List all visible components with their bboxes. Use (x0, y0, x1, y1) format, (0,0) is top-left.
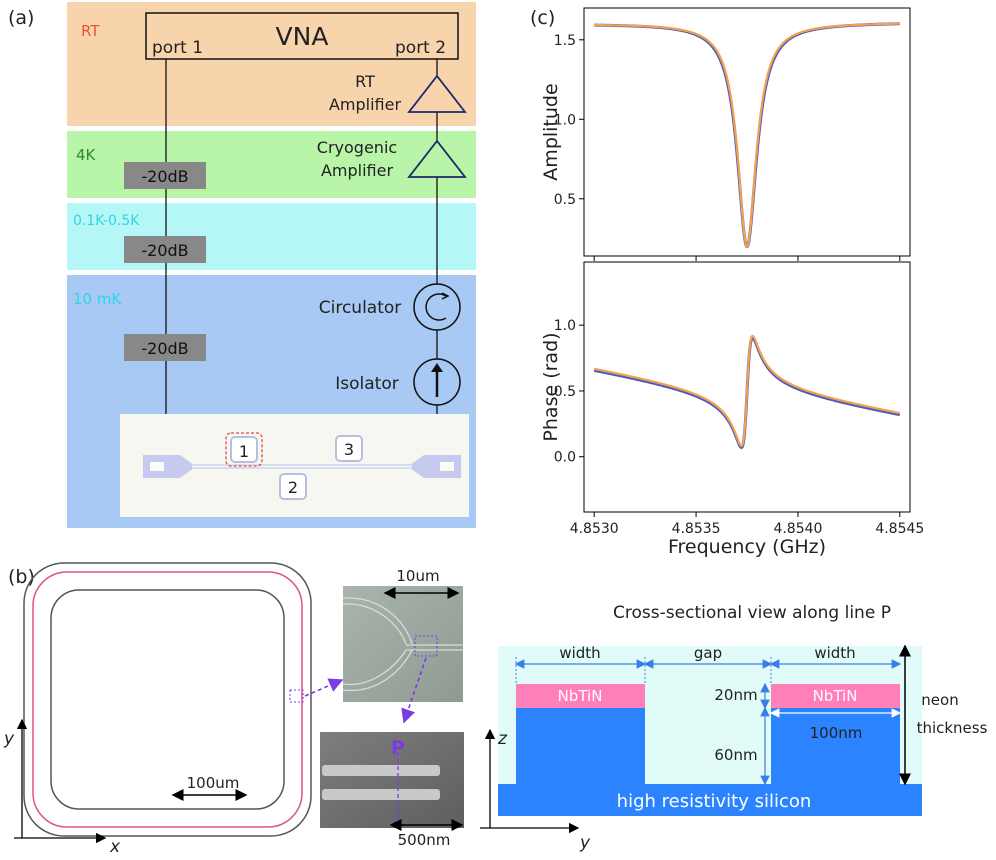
scale-10um-label: 10um (396, 567, 439, 585)
zoom-marker (289, 689, 304, 703)
scale-500nm-label: 500nm (398, 831, 451, 849)
cs-axis-y-label: y (579, 833, 591, 853)
chip-pad-left (143, 455, 194, 478)
phase-series-fit (593, 334, 901, 448)
resonator-3-box (335, 435, 363, 462)
frequency-xlabel: Frequency (GHz) (668, 536, 826, 558)
isolator-label: Isolator (335, 374, 398, 394)
attenuator-4k-label: -20dB (141, 167, 188, 186)
amplitude-ylabel: Amplitude (540, 83, 562, 180)
cryo-amplifier-icon (407, 139, 467, 178)
resonator-loop-center (32, 571, 303, 828)
amplitude-ytick-label: 0.5 (554, 192, 576, 208)
thickness-60nm-label: 60nm (714, 746, 757, 764)
panel-b-label: (b) (8, 566, 35, 588)
attenuator-4k (124, 162, 206, 189)
phase-ytick-label: 1.0 (554, 318, 576, 334)
nbtin-right (771, 684, 900, 708)
phase-ytick-label: 0.5 (554, 384, 576, 400)
resonator-loop-outer (23, 562, 312, 837)
rt-amplifier-label-1: RT (355, 72, 375, 91)
attenuator-10mk-label: -20dB (141, 339, 188, 358)
width-left-label: width (559, 644, 600, 662)
panel-a: (a) RT 4K 0.1K-0.5K 10 mK VNA port 1 por… (8, 2, 476, 528)
resonator-2-label: 2 (288, 478, 298, 497)
sem-image-500nm (320, 732, 464, 828)
xy-axis-y-label: y (3, 729, 15, 749)
panel-b: (b) 100um y x 10um P 500nm (3, 562, 988, 857)
panel-c-label: (c) (530, 7, 555, 29)
phase-xtick-label: 4.8535 (672, 521, 721, 537)
circulator-arrow-icon (425, 293, 447, 321)
port1-label: port 1 (152, 38, 203, 58)
amplitude-ytick-label: 1.0 (554, 112, 576, 128)
scale-100um-label: 100um (187, 774, 240, 792)
resonator-2-box (279, 473, 307, 500)
port2-label: port 2 (395, 38, 446, 58)
gap-label: gap (694, 644, 722, 662)
stage-rt-band (67, 2, 476, 126)
phase-xtick-label: 4.8530 (570, 521, 619, 537)
amplitude-plot-frame (583, 7, 911, 257)
nbtin-right-label: NbTiN (813, 687, 858, 705)
isolator-arrow-icon (431, 363, 443, 372)
phase-xtick-label: 4.8545 (875, 521, 924, 537)
amplitude-plot: 0.5 1.0 1.5 Amplitude (540, 7, 911, 261)
attenuator-10mk (124, 334, 206, 361)
amplitude-series-fit (594, 22, 900, 248)
neon-thickness-label-2: thickness (917, 719, 988, 737)
silicon-substrate (498, 784, 922, 816)
sem-zoom-marker (414, 635, 438, 657)
attenuator-100mk (124, 236, 206, 263)
cs-axis-z-label: z (497, 729, 508, 749)
resonator-loop-inner (50, 589, 285, 810)
cryo-amplifier-label-2: Amplifier (321, 161, 394, 180)
width-100nm-label: 100nm (810, 724, 863, 742)
vna-label: VNA (276, 22, 329, 51)
nbtin-left-label: NbTiN (558, 687, 603, 705)
substrate-label: high resistivity silicon (617, 791, 812, 812)
chip-pad-right (410, 455, 461, 478)
thickness-20nm-label: 20nm (714, 686, 757, 704)
width-right-label: width (814, 644, 855, 662)
silicon-right-ridge (771, 708, 900, 785)
nbtin-left (516, 684, 645, 708)
neon-thickness-label-1: neon (921, 691, 958, 709)
stage-10mk-label: 10 mK (73, 290, 122, 308)
resonator-1-label: 1 (239, 442, 249, 461)
panel-c: (c) 0.5 1.0 1.5 Amplitude 0.0 0.5 1.0 4.8530 4… (530, 7, 924, 558)
phase-plot: 0.0 0.5 1.0 4.8530 4.8535 4.8540 4.8545 Phase … (540, 261, 924, 558)
cross-section-title: Cross-sectional view along line P (613, 603, 891, 623)
phase-ytick-label: 0.0 (554, 450, 576, 466)
resonator-3-label: 3 (344, 440, 354, 459)
rt-amplifier-icon (407, 74, 467, 113)
panel-a-label: (a) (8, 7, 34, 29)
resonator-1-box (225, 432, 263, 467)
line-p-label: P (391, 737, 405, 759)
stage-100mk-label: 0.1K-0.5K (73, 213, 140, 229)
phase-ylabel: Phase (rad) (540, 332, 562, 441)
sem-image-10um (343, 586, 463, 702)
circulator-icon (413, 283, 461, 331)
stage-4k-label: 4K (76, 146, 97, 164)
phase-xtick-label: 4.8540 (773, 521, 822, 537)
attenuator-100mk-label: -20dB (141, 241, 188, 260)
rt-amplifier-label-2: Amplifier (329, 95, 402, 114)
circulator-label: Circulator (319, 298, 402, 318)
amplitude-ytick-label: 1.5 (554, 33, 576, 49)
xy-axis-x-label: x (109, 837, 121, 856)
silicon-left-ridge (516, 708, 645, 785)
vna-box (145, 12, 459, 60)
cryo-amplifier-label-1: Cryogenic (317, 138, 397, 157)
stage-rt-label: RT (81, 22, 100, 40)
